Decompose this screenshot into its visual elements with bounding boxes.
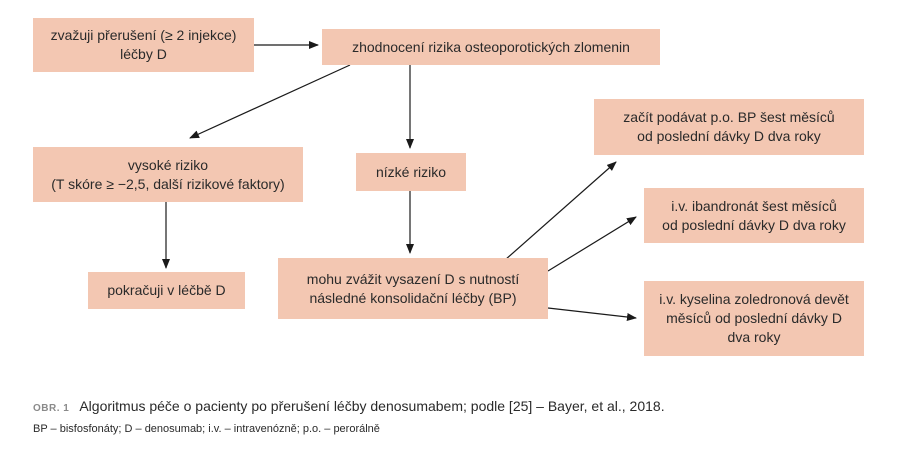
figure-caption-label: OBR. 1 bbox=[33, 403, 70, 414]
figure-caption-text: Algoritmus péče o pacienty po přerušení … bbox=[79, 398, 665, 414]
node-consider-stop: mohu zvážit vysazení D s nutností násled… bbox=[278, 258, 548, 319]
node-high-risk: vysoké riziko (T skóre ≥ −2,5, další riz… bbox=[33, 147, 303, 202]
node-assess-risk-label: zhodnocení rizika osteoporotických zlome… bbox=[352, 38, 630, 55]
node-iv-zoledronic-acid: i.v. kyselina zoledronová devět měsíců o… bbox=[644, 281, 864, 356]
node-assess-risk: zhodnocení rizika osteoporotických zlome… bbox=[322, 29, 660, 65]
node-iv-ibandronate-label: i.v. ibandronát šest měsíců od poslední … bbox=[662, 197, 846, 233]
node-continue-treatment: pokračuji v léčbě D bbox=[88, 272, 245, 309]
node-low-risk-label: nízké riziko bbox=[375, 163, 447, 180]
node-oral-bp: začít podávat p.o. BP šest měsíců od pos… bbox=[594, 99, 864, 155]
figure-caption: OBR. 1 Algoritmus péče o pacienty po přer… bbox=[33, 398, 665, 414]
node-oral-bp-label: začít podávat p.o. BP šest měsíců od pos… bbox=[623, 109, 835, 144]
node-iv-zoledronic-acid-label: i.v. kyselina zoledronová devět měsíců o… bbox=[659, 291, 849, 345]
node-stop-treatment-label: zvažuji přerušení (≥ 2 injekce) léčby D bbox=[50, 27, 237, 62]
figure-legend: BP – bisfosfonáty; D – denosumab; i.v. –… bbox=[33, 423, 380, 435]
node-consider-stop-label: mohu zvážit vysazení D s nutností násled… bbox=[306, 270, 520, 306]
arrow-assess-to-high bbox=[189, 64, 351, 139]
node-iv-ibandronate: i.v. ibandronát šest měsíců od poslední … bbox=[644, 188, 864, 243]
node-low-risk: nízké riziko bbox=[356, 153, 466, 191]
node-high-risk-label: vysoké riziko (T skóre ≥ −2,5, další riz… bbox=[51, 156, 285, 192]
node-stop-treatment: zvažuji přerušení (≥ 2 injekce) léčby D bbox=[33, 18, 254, 72]
arrow-consider-to-iv-zol bbox=[547, 307, 637, 321]
node-continue-treatment-label: pokračuji v léčbě D bbox=[107, 282, 226, 298]
arrow-consider-to-iv-iband bbox=[547, 216, 637, 272]
arrow-consider-to-po bbox=[504, 161, 617, 261]
